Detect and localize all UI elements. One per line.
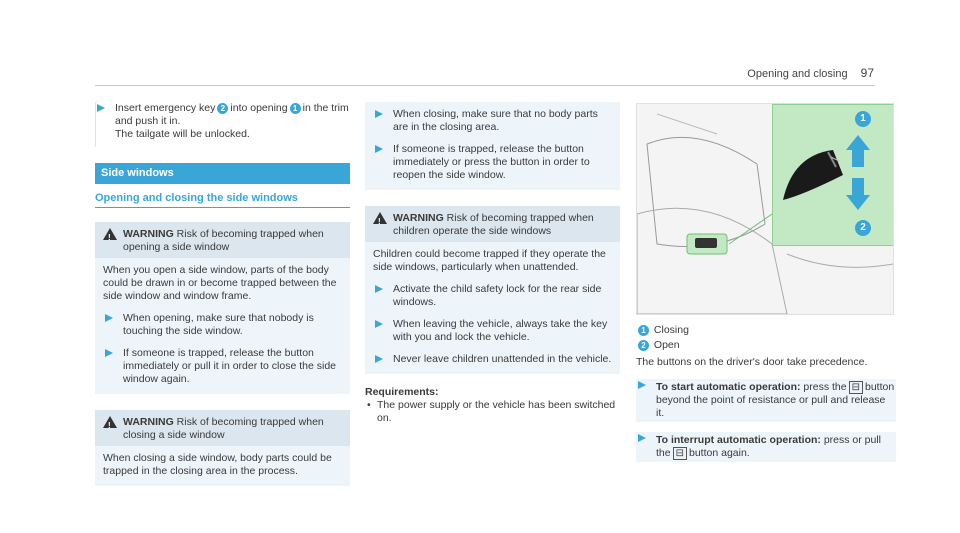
callout-1: 1 xyxy=(638,324,649,336)
warning-title: Risk of becoming trapped when opening a … xyxy=(123,228,324,253)
callout-2: 2 xyxy=(855,220,871,236)
column-2: When closing, make sure that no body par… xyxy=(365,102,620,425)
precedence-note: The buttons on the driver's door take pr… xyxy=(636,356,868,368)
step-start-automatic: To start automatic operation: press the⊟… xyxy=(636,379,896,422)
warning-bullet: Activate the child safety lock for the r… xyxy=(373,283,612,309)
warning-triangle-icon: ! xyxy=(103,416,117,430)
warning-bullet: When opening, make sure that nobody is t… xyxy=(103,312,342,338)
warning-label: WARNING xyxy=(123,416,174,428)
warning-box-closing: ! WARNING Risk of becoming trapped when … xyxy=(95,410,350,486)
page-number: 97 xyxy=(860,66,874,80)
callout-1: 1 xyxy=(855,111,871,127)
requirement-item: • The power supply or the vehicle has be… xyxy=(367,399,616,424)
window-switch-key-icon: ⊟ xyxy=(672,447,687,460)
window-switch-key-icon: ⊟ xyxy=(848,381,863,394)
warning-bullet: If someone is trapped, release the butto… xyxy=(373,143,612,182)
warning-title: Risk of becoming trapped when children o… xyxy=(393,212,594,237)
callout-2: 2 xyxy=(638,339,649,351)
step-interrupt-automatic: To interrupt automatic operation: press … xyxy=(636,432,896,462)
step-result: The tailgate will be unlocked. xyxy=(115,128,250,140)
warning-triangle-icon: ! xyxy=(103,228,117,242)
step-bar xyxy=(95,102,96,147)
warning-label: WARNING xyxy=(123,228,174,240)
callout-1: 1 xyxy=(289,102,301,114)
legend-item: 1 Closing xyxy=(636,324,896,337)
requirements: Requirements: • The power supply or the … xyxy=(365,386,620,425)
warning-bullet: Never leave children unattended in the v… xyxy=(373,353,612,366)
subsection-title: Opening and closing the side windows xyxy=(95,192,350,208)
warning-label: WARNING xyxy=(393,212,444,224)
warning-box-children: ! WARNING Risk of becoming trapped when … xyxy=(365,206,620,374)
column-3: 1 Closing 2 Open The buttons on the driv… xyxy=(636,324,896,462)
section-title: Side windows xyxy=(95,163,350,184)
requirements-label: Requirements: xyxy=(365,386,439,398)
warning-body: When you open a side window, parts of th… xyxy=(103,264,337,302)
switch-detail-inset: 1 2 xyxy=(772,104,893,246)
warning-body: Children could become trapped if they op… xyxy=(373,248,606,273)
door-panel-illustration xyxy=(637,113,893,314)
header-rule xyxy=(95,85,875,86)
door-panel-figure: 1 2 xyxy=(636,103,894,315)
page-header: Opening and closing 97 xyxy=(747,66,874,80)
header-title: Opening and closing xyxy=(747,68,848,80)
warning-bullet: When leaving the vehicle, always take th… xyxy=(373,318,612,344)
callout-2: 2 xyxy=(217,102,229,114)
warning-continued: When closing, make sure that no body par… xyxy=(365,102,620,190)
window-switch-illustration xyxy=(783,135,870,210)
warning-bullet: When closing, make sure that no body par… xyxy=(373,108,612,134)
warning-bullet: If someone is trapped, release the butto… xyxy=(103,347,342,386)
warning-title: Risk of becoming trapped when closing a … xyxy=(123,416,324,441)
warning-body: When closing a side window, body parts c… xyxy=(103,452,332,477)
legend-item: 2 Open xyxy=(636,339,896,352)
warning-triangle-icon: ! xyxy=(373,212,387,226)
warning-box-opening: ! WARNING Risk of becoming trapped when … xyxy=(95,222,350,394)
